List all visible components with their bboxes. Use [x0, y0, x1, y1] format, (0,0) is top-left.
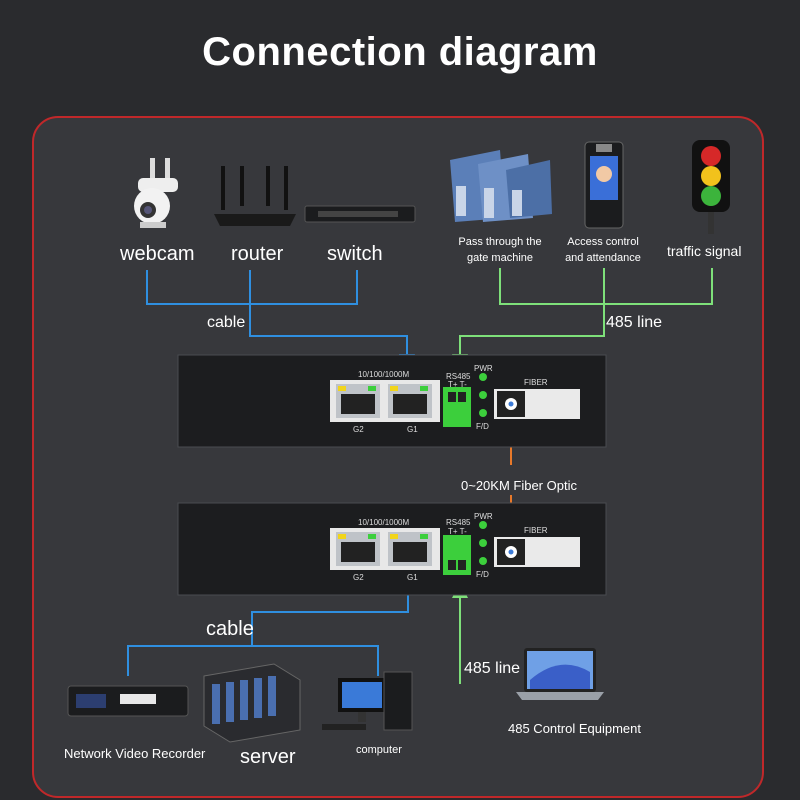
cable-bottom-label: cable — [206, 618, 254, 640]
computer-label: computer — [356, 744, 402, 756]
fd-label: F/D — [476, 570, 489, 579]
computer-icon — [322, 671, 413, 731]
gate-machine-icon — [450, 150, 552, 222]
cable-top-label: cable — [207, 314, 246, 331]
converter-top — [177, 354, 607, 448]
webcam-icon — [134, 158, 178, 228]
cable-bottom-lines — [127, 576, 416, 676]
traffic-light-icon — [692, 140, 730, 234]
switch-label: switch — [327, 243, 383, 265]
rs485-top-label: 485 line — [606, 314, 663, 331]
diagram-title: Connection diagram — [202, 30, 598, 74]
pwr-label: PWR — [474, 512, 493, 521]
router-label: router — [231, 243, 284, 265]
nvr-icon — [67, 685, 189, 717]
terminal-label: T+ T- — [448, 380, 467, 389]
port-speed-label: 10/100/1000M — [358, 518, 410, 527]
server-label: server — [240, 746, 296, 768]
switch-icon — [304, 205, 416, 223]
gate-label: Pass through the gate machine — [458, 236, 542, 264]
nvr-label: Network Video Recorder — [64, 746, 206, 761]
converter-bottom — [177, 502, 607, 596]
fiber-label: 0~20KM Fiber Optic — [461, 478, 577, 493]
fd-label: F/D — [476, 422, 489, 431]
pwr-label: PWR — [474, 364, 493, 373]
g2-label: G2 — [353, 573, 364, 582]
router-icon — [214, 166, 296, 226]
rs485-label: RS485 — [446, 372, 471, 381]
g2-label: G2 — [353, 425, 364, 434]
fiber-port-label: FIBER — [524, 378, 548, 387]
control-equipment-label: 485 Control Equipment — [508, 721, 641, 736]
laptop-icon — [516, 648, 604, 700]
rs485-top-lines — [452, 268, 713, 370]
server-icon — [203, 663, 301, 743]
g1-label: G1 — [407, 573, 418, 582]
access-control-label: Access control and attendance — [565, 236, 641, 264]
webcam-label: webcam — [120, 243, 195, 265]
rs485-label: RS485 — [446, 518, 471, 527]
rs485-bottom-label: 485 line — [464, 660, 521, 677]
port-speed-label: 10/100/1000M — [358, 370, 410, 379]
access-control-icon — [584, 141, 624, 229]
traffic-signal-label: traffic signal — [667, 243, 742, 259]
fiber-port-label: FIBER — [524, 526, 548, 535]
g1-label: G1 — [407, 425, 418, 434]
terminal-label: T+ T- — [448, 527, 467, 536]
cable-top-lines — [146, 270, 415, 370]
